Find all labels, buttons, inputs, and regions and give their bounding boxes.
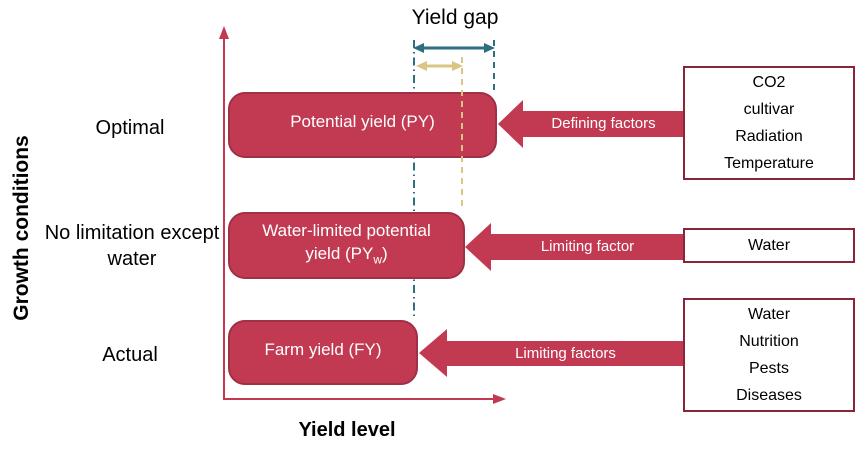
condition-label-actual: Actual: [102, 344, 158, 366]
yield-gap-arrow-left-head-icon: [413, 43, 424, 53]
water-limited-gap-arrow-right-head-icon: [452, 61, 463, 71]
water-limited-yield-box: Water-limited potential yield (PYw): [228, 212, 465, 279]
factor-line: Diseases: [736, 387, 802, 404]
factor-line: Pests: [748, 360, 789, 377]
limiting-factor-arrow-label: Limiting factor: [540, 238, 635, 255]
potential-yield-box-label: Potential yield (PY): [290, 112, 435, 132]
potential-yield-box: Potential yield (PY): [228, 92, 497, 158]
condition-label-optimal: Optimal: [95, 117, 165, 139]
x-axis-title: Yield level: [298, 419, 396, 441]
y-axis-title: Growth conditions: [10, 135, 33, 321]
farm-yield-box: Farm yield (FY): [228, 320, 418, 385]
yield-gap-arrow-right-head-icon: [484, 43, 495, 53]
limiting-factor-box: Water: [683, 228, 855, 263]
yield-gap-label: Yield gap: [411, 6, 499, 29]
defining-factors-box: CO2 cultivar Radiation Temperature: [683, 66, 855, 180]
x-axis-arrowhead-icon: [493, 394, 506, 404]
factor-line: Water: [747, 306, 791, 323]
water-limited-yield-box-label: Water-limited potential yield (PYw): [262, 221, 431, 267]
factor-line: Temperature: [724, 155, 814, 172]
limiting-factors-arrow: [419, 329, 684, 377]
defining-factors-arrow: [498, 100, 684, 148]
factor-line: cultivar: [743, 101, 795, 118]
defining-factors-arrow-label: Defining factors: [551, 115, 656, 132]
condition-label-no-limitation: No limitation except water: [44, 222, 220, 270]
y-axis-arrowhead-icon: [219, 26, 229, 39]
factor-line: CO2: [752, 74, 786, 91]
farm-yield-box-label: Farm yield (FY): [264, 339, 382, 359]
factor-line: Nutrition: [739, 333, 799, 350]
limiting-factors-box: Water Nutrition Pests Diseases: [683, 298, 855, 412]
limiting-factors-arrow-label: Limiting factors: [515, 345, 616, 362]
limiting-factor-arrow: [465, 223, 684, 271]
factor-line: Water: [747, 237, 791, 254]
factor-line: Radiation: [735, 128, 803, 145]
water-limited-gap-arrow-left-head-icon: [416, 61, 427, 71]
